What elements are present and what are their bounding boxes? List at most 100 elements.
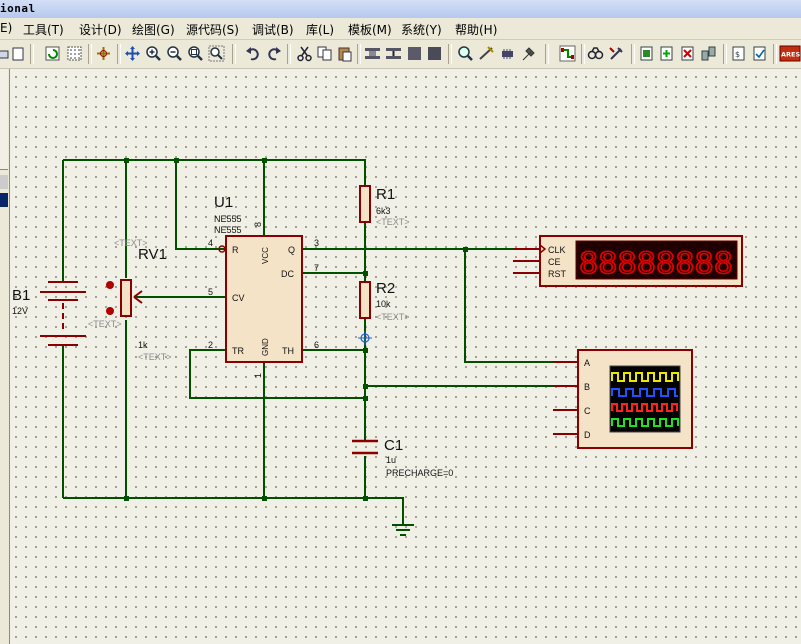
r1-ref: R1: [376, 186, 395, 203]
print-icon[interactable]: [0, 45, 11, 62]
pin-num-6: 6: [314, 340, 319, 350]
junction-dots: [124, 158, 468, 501]
pin-gnd: GND: [261, 338, 270, 356]
r2-ref: R2: [376, 280, 395, 297]
capacitor-c1[interactable]: C1 1u PRECHARGE=0: [352, 437, 453, 478]
ares-netlist-icon[interactable]: ARES: [779, 45, 801, 62]
pot-ref: RV1: [138, 246, 167, 263]
panel-preview: [0, 69, 8, 170]
menu-design[interactable]: 设计(D): [79, 23, 122, 37]
battery-b1[interactable]: B1 12V: [12, 281, 86, 346]
paste-icon[interactable]: [336, 45, 353, 62]
scope-trace-green: [611, 418, 679, 427]
c1-value: 1u: [386, 455, 396, 465]
packaging-icon[interactable]: [499, 45, 516, 62]
r1-value: 6k3: [376, 206, 391, 216]
origin-icon[interactable]: [95, 45, 112, 62]
battery-ref: B1: [12, 287, 30, 304]
remove-sheet-icon[interactable]: [679, 45, 696, 62]
block-copy-icon[interactable]: [364, 45, 381, 62]
copy-icon[interactable]: [316, 45, 333, 62]
window-title: ional: [0, 2, 36, 15]
block-delete-icon[interactable]: [426, 45, 443, 62]
pin-r: R: [232, 245, 239, 255]
redo-icon[interactable]: [265, 45, 282, 62]
scope-trace-yellow: [611, 372, 679, 382]
timer-ref: U1: [214, 194, 233, 211]
ground-symbol[interactable]: [392, 524, 414, 536]
counter-digits: 88888888: [579, 246, 733, 280]
counter-ce-label: CE: [548, 257, 561, 267]
zoom-in-icon[interactable]: [145, 45, 162, 62]
scope-trace-red: [611, 403, 678, 412]
oscilloscope[interactable]: A B C D: [553, 349, 693, 449]
pin-num-3: 3: [314, 238, 319, 248]
counter-clk-label: CLK: [548, 245, 566, 255]
menu-edit[interactable]: E): [0, 21, 13, 35]
scope-channel-b: B: [584, 382, 590, 392]
menu-system[interactable]: 系统(Y): [401, 23, 442, 37]
exit-to-parent-icon[interactable]: [700, 45, 717, 62]
menu-help[interactable]: 帮助(H): [455, 23, 498, 37]
resistor-r1[interactable]: R1 6k3 <TEXT>: [359, 185, 410, 227]
scope-channel-a: A: [584, 358, 590, 368]
electrical-rule-check-icon[interactable]: [751, 45, 768, 62]
potentiometer-rv1[interactable]: RV1 1k <TEXT> <TEXT> <TEXT>: [88, 238, 172, 362]
area-icon[interactable]: [10, 45, 27, 62]
counter-display[interactable]: CLK CE RST 88888888: [513, 235, 743, 287]
menu-bar: E) 工具(T) 设计(D) 绘图(G) 源代码(S) 调试(B) 库(L) 模…: [0, 18, 801, 40]
pot-value: 1k: [138, 340, 148, 350]
cursor-crosshair: [358, 331, 372, 345]
property-tool-icon[interactable]: [608, 45, 625, 62]
resistor-r2[interactable]: R2 10k <TEXT>: [359, 280, 410, 322]
schematic-drawing[interactable]: B1 12V RV1 1k <TEXT> <TEXT> <TEXT> U1 NE…: [10, 69, 801, 644]
zoom-area-icon[interactable]: [208, 45, 225, 62]
c1-precharge: PRECHARGE=0: [386, 468, 453, 478]
timer-u1[interactable]: U1 NE555 NE555 R VCC Q DC CV TR GND TH 4…: [208, 194, 319, 378]
block-rotate-icon[interactable]: [406, 45, 423, 62]
pin-num-2: 2: [208, 340, 213, 350]
window-titlebar: ional: [0, 0, 801, 19]
pin-tr: TR: [232, 346, 244, 356]
schematic-canvas[interactable]: B1 12V RV1 1k <TEXT> <TEXT> <TEXT> U1 NE…: [10, 69, 801, 644]
search-tag-icon[interactable]: [587, 45, 604, 62]
grid-icon[interactable]: [66, 45, 83, 62]
r2-value: 10k: [376, 299, 391, 309]
pin-cv: CV: [232, 293, 245, 303]
menu-debug[interactable]: 调试(B): [252, 23, 294, 37]
pin-num-7: 7: [314, 263, 319, 273]
pin-num-8: 8: [253, 222, 263, 227]
undo-icon[interactable]: [245, 45, 262, 62]
cut-icon[interactable]: [296, 45, 313, 62]
menu-template[interactable]: 模板(M): [348, 23, 392, 37]
toolbar: $ ARES: [0, 40, 801, 69]
menu-graph[interactable]: 绘图(G): [132, 23, 175, 37]
menu-library[interactable]: 库(L): [306, 23, 335, 37]
r1-text-label: <TEXT>: [376, 217, 410, 227]
pin-vcc: VCC: [261, 247, 270, 264]
menu-tools[interactable]: 工具(T): [23, 23, 64, 37]
svg-text:$: $: [735, 50, 740, 59]
pin-num-5: 5: [208, 287, 213, 297]
new-sheet-icon[interactable]: [658, 45, 675, 62]
refresh-icon[interactable]: [44, 45, 61, 62]
pick-device-icon[interactable]: [457, 45, 474, 62]
design-explorer-icon[interactable]: [638, 45, 655, 62]
block-move-icon[interactable]: [385, 45, 402, 62]
menu-source[interactable]: 源代码(S): [186, 23, 239, 37]
pin-th: TH: [282, 346, 294, 356]
make-device-icon[interactable]: [478, 45, 495, 62]
scope-channel-d: D: [584, 430, 591, 440]
timer-part: NE555: [214, 214, 242, 224]
panel-tab[interactable]: [0, 175, 8, 189]
pot-text-label-bottom: <TEXT>: [138, 352, 172, 362]
zoom-out-icon[interactable]: [166, 45, 183, 62]
zoom-all-icon[interactable]: [187, 45, 204, 62]
pot-text-label-top: <TEXT>: [114, 238, 148, 248]
pan-icon[interactable]: [124, 45, 141, 62]
bill-of-materials-icon[interactable]: $: [730, 45, 747, 62]
scope-screen: [609, 365, 681, 433]
wire-autorouter-icon[interactable]: [559, 45, 576, 62]
panel-selected-item[interactable]: [0, 193, 8, 207]
decompose-icon[interactable]: [520, 45, 537, 62]
